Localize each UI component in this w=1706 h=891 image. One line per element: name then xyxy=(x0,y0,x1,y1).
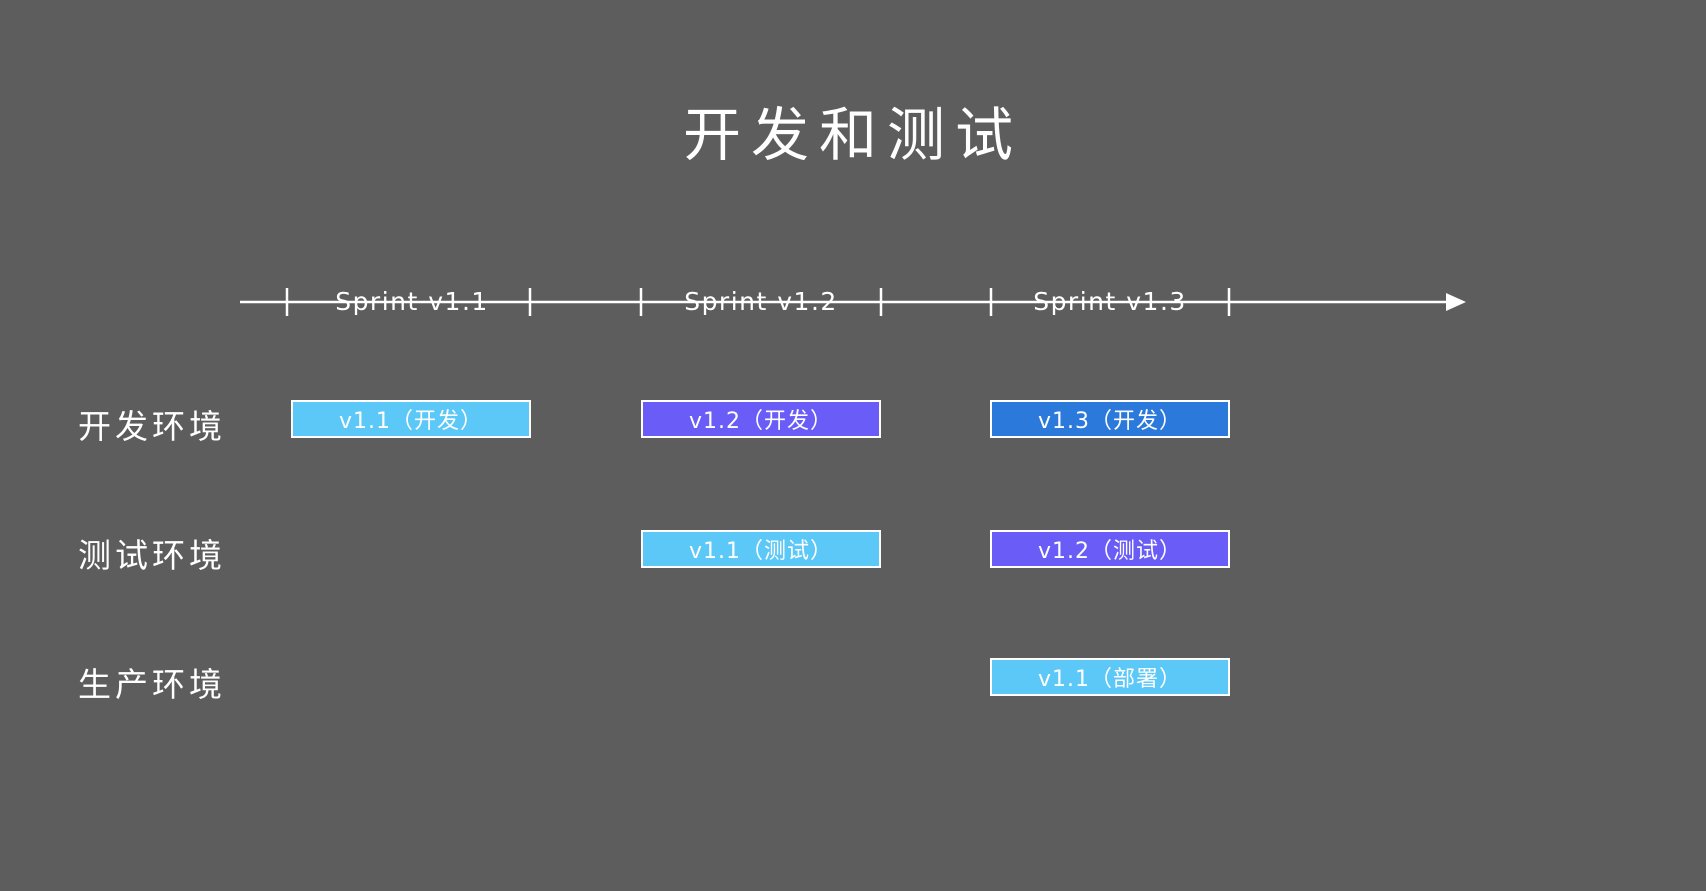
sprint-label-3: Sprint v1.3 xyxy=(1033,287,1187,316)
row-label-3: 生产环境 xyxy=(78,665,226,704)
release-bar[interactable]: v1.2（测试） xyxy=(990,530,1230,568)
release-bar[interactable]: v1.1（测试） xyxy=(641,530,881,568)
row-label-2: 测试环境 xyxy=(78,536,226,575)
release-bar[interactable]: v1.1（开发） xyxy=(291,400,531,438)
page-title: 开发和测试 xyxy=(682,101,1023,169)
release-bar[interactable]: v1.2（开发） xyxy=(641,400,881,438)
sprint-label-2: Sprint v1.2 xyxy=(684,287,838,316)
row-label-1: 开发环境 xyxy=(78,407,226,446)
release-bar[interactable]: v1.1（部署） xyxy=(990,658,1230,696)
timeline-arrow-icon xyxy=(1446,293,1466,311)
sprint-label-1: Sprint v1.1 xyxy=(335,287,489,316)
release-bar[interactable]: v1.3（开发） xyxy=(990,400,1230,438)
